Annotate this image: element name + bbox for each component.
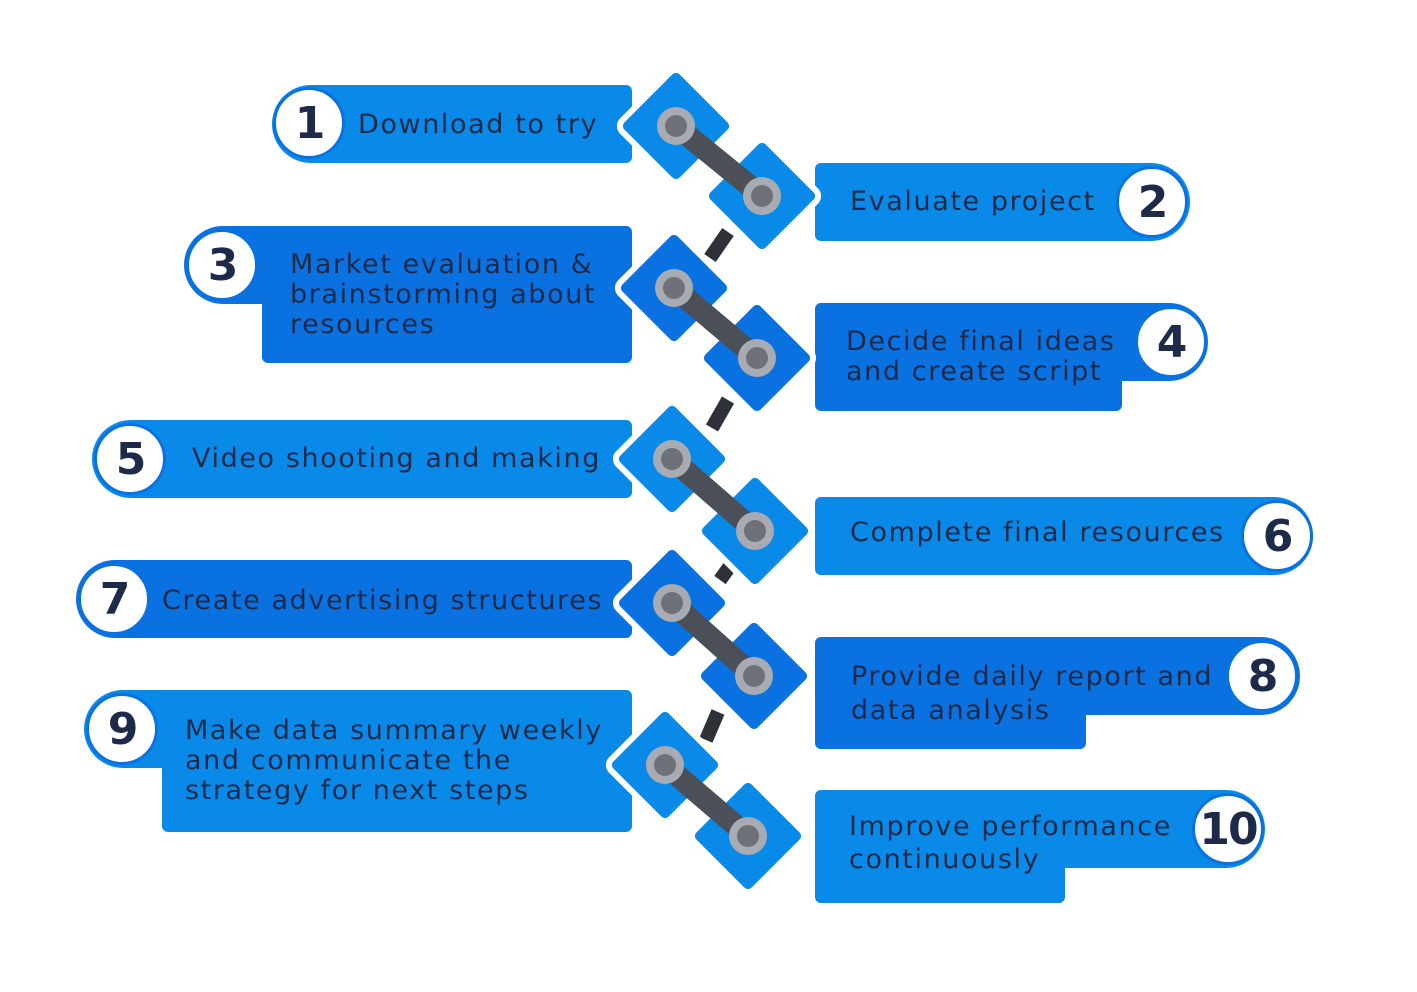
step-7-bar <box>76 560 632 638</box>
step-9-bar-extension <box>162 740 632 832</box>
step-3-label-line-1: Market evaluation & <box>290 249 594 280</box>
step-6-bar <box>815 497 1313 575</box>
step-3-badge: 3 <box>186 229 258 301</box>
step-7-label: Create advertising structures <box>162 585 604 616</box>
step-10-label-line-1: Improve performance <box>849 811 1172 842</box>
step-5-bar <box>92 420 632 498</box>
step-5-badge: 5 <box>94 423 166 495</box>
step-8-bar-extension <box>815 690 1086 749</box>
link-pin-center-2 <box>751 185 773 207</box>
link-pin-center-9 <box>654 754 676 776</box>
step-4-bar-extension <box>815 360 1122 411</box>
step-3-label-line-2: brainstorming about <box>290 279 597 310</box>
step-4-badge: 4 <box>1135 306 1207 378</box>
step-8-badge: 8 <box>1226 640 1298 712</box>
step-5-label: Video shooting and making <box>192 443 601 474</box>
step-9-label-line-1: Make data summary weekly <box>185 715 603 746</box>
chain-connector-3 <box>714 561 736 585</box>
link-pin-center-4 <box>746 347 768 369</box>
chain-connector-2 <box>705 396 735 432</box>
step-8-label-line-1: Provide daily report and <box>851 661 1214 692</box>
link-pin-center-7 <box>661 592 683 614</box>
link-pin-center-10 <box>737 825 759 847</box>
step-3-bar-extension <box>262 280 632 363</box>
chain-connector-1 <box>704 228 734 262</box>
step-10-badge: 10 <box>1192 793 1264 865</box>
step-7-badge: 7 <box>78 563 150 635</box>
step-9-label-line-2: and communicate the <box>185 745 512 776</box>
step-3-label-line-3: resources <box>290 309 436 340</box>
step-4-label-line-1: Decide final ideas <box>846 326 1116 357</box>
step-6-label: Complete final resources <box>850 517 1225 548</box>
link-pin-center-3 <box>663 277 685 299</box>
step-8-label-line-2: data analysis <box>851 695 1051 726</box>
link-pin-center-8 <box>743 665 765 687</box>
step-9-label-line-3: strategy for next steps <box>185 775 530 806</box>
step-1-badge: 1 <box>273 87 345 159</box>
step-10-label-line-2: continuously <box>849 844 1041 875</box>
step-10-bar-extension <box>815 840 1065 903</box>
step-2-label: Evaluate project <box>850 186 1096 217</box>
step-2-badge: 2 <box>1116 166 1188 238</box>
step-6-badge: 6 <box>1241 500 1313 572</box>
step-9-badge: 9 <box>86 693 158 765</box>
step-1-label: Download to try <box>358 109 599 140</box>
step-4-label-line-2: and create script <box>846 356 1103 387</box>
chain-connector-4 <box>699 709 725 743</box>
link-pin-center-1 <box>665 115 687 137</box>
link-pin-center-5 <box>661 448 683 470</box>
link-pin-center-6 <box>744 520 766 542</box>
